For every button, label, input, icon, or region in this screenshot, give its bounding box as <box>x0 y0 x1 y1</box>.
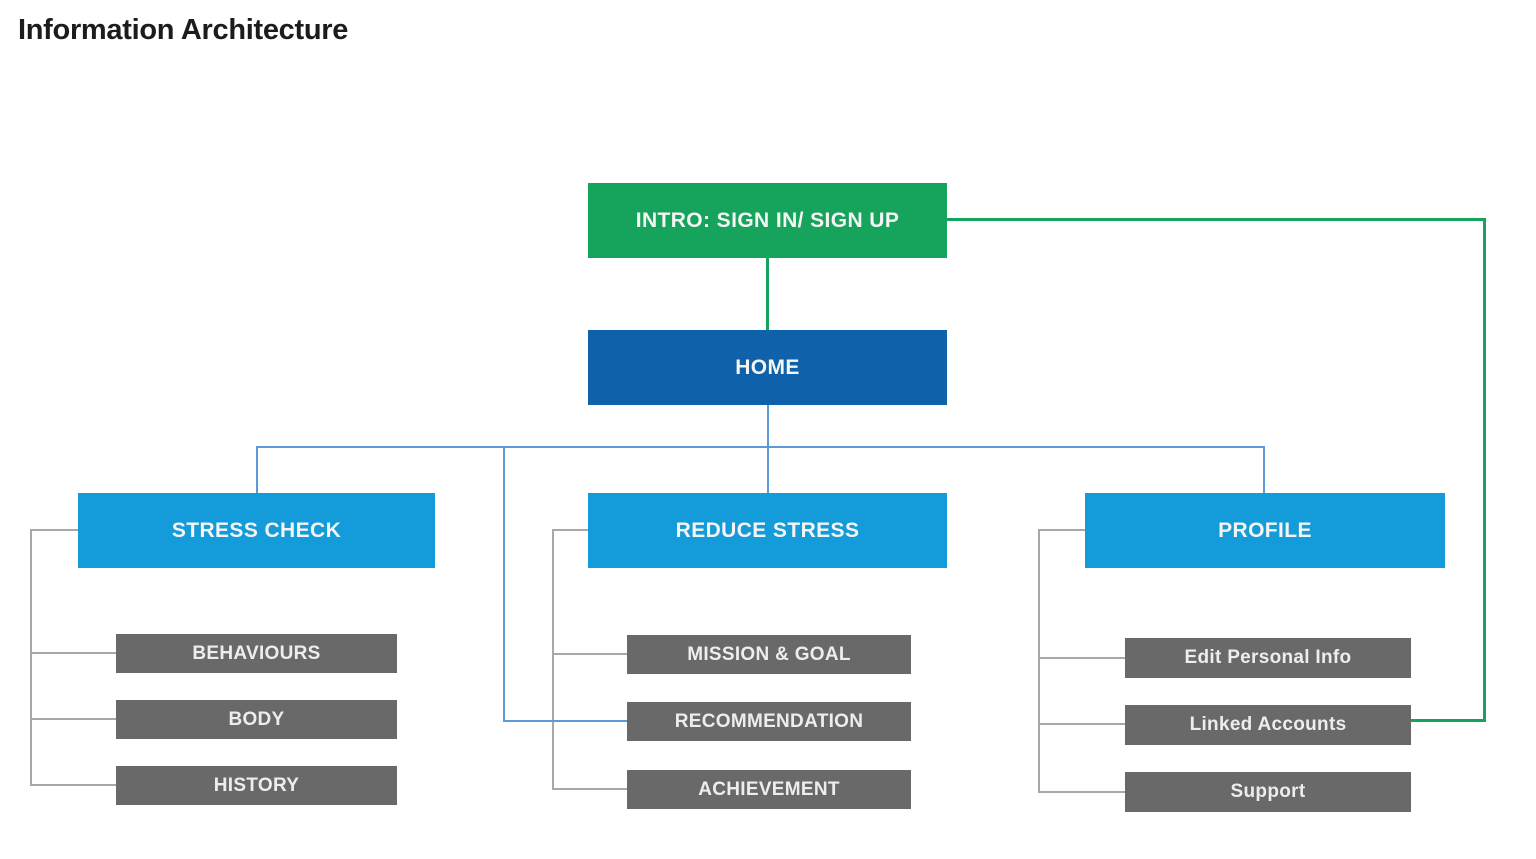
bracket-reduce-stub <box>552 529 588 531</box>
connector-drop-profile <box>1263 446 1265 493</box>
connector-drop-stress-check <box>256 446 258 493</box>
connector-drop-recommendation-vertical <box>503 446 505 722</box>
bracket-stub-linked-accounts <box>1038 723 1125 725</box>
bracket-stub-history <box>30 784 116 786</box>
connector-to-linked-accounts <box>1411 719 1486 722</box>
node-edit-personal-info: Edit Personal Info <box>1125 638 1411 678</box>
node-behaviours: BEHAVIOURS <box>116 634 397 673</box>
bracket-stress-stub <box>30 529 78 531</box>
node-mission-goal: MISSION & GOAL <box>627 635 911 674</box>
node-intro-sign-in-sign-up: INTRO: SIGN IN/ SIGN UP <box>588 183 947 258</box>
bracket-stub-mission-goal <box>552 653 627 655</box>
node-support: Support <box>1125 772 1411 812</box>
bracket-profile-vertical <box>1038 529 1040 792</box>
connector-span-horizontal <box>256 446 1265 448</box>
node-history: HISTORY <box>116 766 397 805</box>
connector-intro-right-vertical <box>1483 218 1486 722</box>
node-home: HOME <box>588 330 947 405</box>
connector-drop-recommendation-horizontal <box>503 720 627 722</box>
connector-intro-to-home <box>766 258 769 330</box>
node-recommendation: RECOMMENDATION <box>627 702 911 741</box>
bracket-stub-edit-personal <box>1038 657 1125 659</box>
node-profile: PROFILE <box>1085 493 1445 568</box>
node-linked-accounts: Linked Accounts <box>1125 705 1411 745</box>
node-stress-check: STRESS CHECK <box>78 493 435 568</box>
connector-intro-right-horizontal <box>945 218 1486 221</box>
bracket-stub-achievement <box>552 788 627 790</box>
bracket-reduce-vertical <box>552 529 554 790</box>
node-body: BODY <box>116 700 397 739</box>
connector-drop-reduce-stress <box>767 446 769 493</box>
connector-home-down <box>767 405 769 447</box>
node-achievement: ACHIEVEMENT <box>627 770 911 809</box>
bracket-profile-stub <box>1038 529 1085 531</box>
node-reduce-stress: REDUCE STRESS <box>588 493 947 568</box>
bracket-stub-support <box>1038 791 1125 793</box>
page-title: Information Architecture <box>18 14 349 46</box>
bracket-stress-vertical <box>30 529 32 786</box>
bracket-stub-behaviours <box>30 652 116 654</box>
bracket-stub-body <box>30 718 116 720</box>
